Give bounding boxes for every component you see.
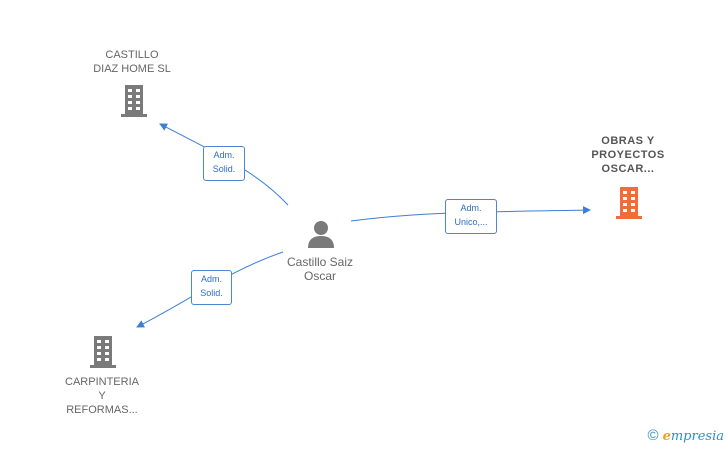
edge-role-line: Solid.: [200, 288, 223, 298]
company-label-carpinteria[interactable]: CARPINTERIA Y REFORMAS...: [50, 375, 154, 417]
edge-badge-to-obras[interactable]: Adm. Unico,...: [445, 199, 497, 234]
company-name-line: OBRAS Y: [601, 135, 655, 147]
brand-name: mpresia: [670, 429, 724, 444]
company-name-line: PROYECTOS: [591, 149, 665, 161]
company-name-line: Y: [98, 390, 106, 402]
company-label-obras[interactable]: OBRAS Y PROYECTOS OSCAR...: [578, 134, 678, 176]
edge-role-line: Solid.: [212, 164, 236, 174]
company-name-line: OSCAR...: [601, 163, 655, 175]
company-name-line: CASTILLO: [105, 49, 159, 61]
edge-role-line: Adm.: [460, 203, 482, 213]
edge-role-line: Adm.: [200, 274, 222, 284]
edge-badge-to-castillo[interactable]: Adm. Solid.: [203, 146, 245, 181]
building-icon[interactable]: [87, 335, 119, 369]
person-icon[interactable]: [305, 218, 337, 250]
edge-badge-to-carpinteria[interactable]: Adm. Solid.: [191, 270, 232, 305]
company-name-line: DIAZ HOME SL: [93, 63, 171, 75]
empresia-watermark: ©empresia: [648, 427, 724, 444]
person-label[interactable]: Castillo Saiz Oscar: [268, 255, 372, 283]
company-label-castillo-diaz[interactable]: CASTILLO DIAZ HOME SL: [80, 48, 184, 76]
building-icon[interactable]: [613, 186, 645, 220]
edge-role-line: Adm.: [213, 150, 235, 160]
brand-initial: e: [662, 429, 671, 444]
edge-role-line: Unico,...: [454, 217, 488, 227]
building-icon[interactable]: [118, 84, 150, 118]
company-name-line: CARPINTERIA: [65, 376, 139, 388]
person-name-line: Castillo Saiz: [286, 255, 354, 269]
person-name-line: Oscar: [303, 269, 336, 283]
company-name-line: REFORMAS...: [66, 404, 138, 416]
copyright-symbol: ©: [647, 427, 659, 444]
